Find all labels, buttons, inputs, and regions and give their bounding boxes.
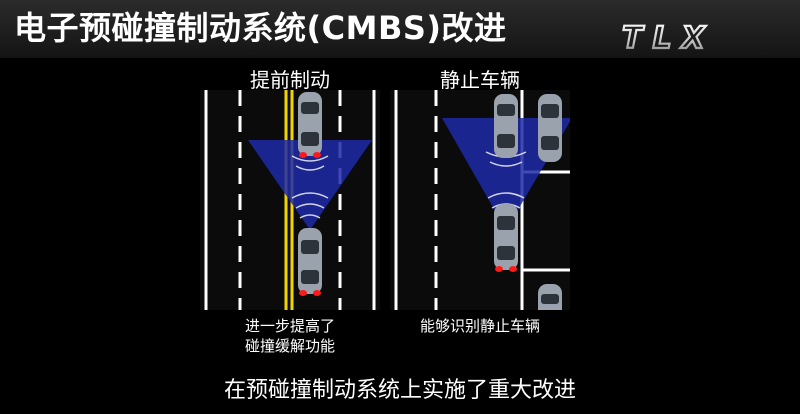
caption-line: 能够识别静止车辆 <box>419 317 540 335</box>
brake-light-right <box>313 290 321 296</box>
panel-caption-early-braking: 进一步提高了 碰撞缓解功能 <box>200 316 380 356</box>
caption-line: 碰撞缓解功能 <box>244 337 335 355</box>
front-car <box>298 92 322 158</box>
parked-car-2 <box>538 284 562 310</box>
early-braking-diagram <box>200 90 380 310</box>
logo-text: TLX <box>622 22 715 52</box>
title-bar <box>0 0 800 58</box>
brake-light-left <box>299 290 307 296</box>
footer-summary: 在预碰撞制动系统上实施了重大改进 <box>223 378 576 403</box>
following-car <box>494 204 518 272</box>
panel-heading-stationary-vehicle: 静止车辆 <box>440 68 520 92</box>
parked-car-1 <box>538 94 562 162</box>
brake-light-right <box>313 152 321 158</box>
page-title: 电子预碰撞制动系统(CMBS)改进 <box>14 9 507 47</box>
brake-light-right <box>509 266 517 272</box>
stationary-vehicle-diagram <box>390 90 570 310</box>
radar-beam <box>248 140 372 230</box>
panel-caption-stationary-vehicle: 能够识别静止车辆 <box>390 316 570 336</box>
brake-light-left <box>299 152 307 158</box>
stationary-car <box>494 94 518 158</box>
following-car <box>298 228 322 296</box>
radar-arcs <box>291 155 329 219</box>
brake-light-left <box>495 266 503 272</box>
caption-line: 进一步提高了 <box>244 317 335 335</box>
tlx-logo: TLX <box>621 22 715 52</box>
panel-heading-early-braking: 提前制动 <box>250 68 330 92</box>
